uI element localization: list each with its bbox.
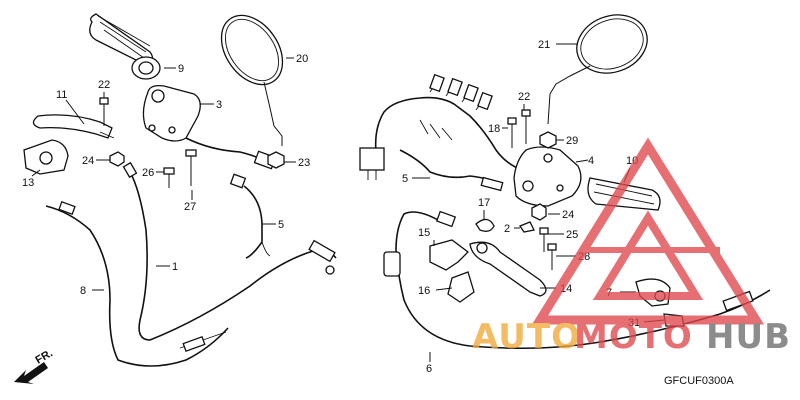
callout-27: 27 — [184, 201, 196, 213]
callout-9: 9 — [178, 63, 184, 75]
callout-18: 18 — [488, 123, 500, 135]
left-grip — [89, 13, 161, 80]
left-mirror — [220, 14, 284, 146]
callout-25: 25 — [566, 229, 578, 241]
watermark-part-hub: HUB — [706, 317, 791, 357]
callout-23: 23 — [298, 157, 310, 169]
callout-29: 29 — [566, 135, 578, 147]
callout-5-right: 5 — [402, 173, 408, 185]
callout-21: 21 — [538, 39, 550, 51]
callout-11: 11 — [56, 89, 67, 101]
watermark-logo: AUTO MOTO HUB — [472, 137, 791, 357]
callout-16: 16 — [418, 285, 430, 297]
right-sub-harness — [399, 149, 504, 192]
screw-26 — [163, 167, 175, 188]
callout-2: 2 — [504, 223, 510, 235]
callout-26: 26 — [142, 167, 154, 179]
bracket-16 — [447, 271, 475, 303]
clip-2 — [519, 221, 535, 233]
watermark-part-moto: MOTO — [574, 317, 693, 357]
screw-28 — [547, 243, 557, 270]
bolt-22-left — [99, 97, 109, 126]
left-switch-housing — [142, 84, 277, 170]
callout-15: 15 — [418, 227, 430, 239]
nut-23 — [267, 151, 285, 169]
clutch-cable — [45, 201, 229, 367]
front-direction-arrow: FR. — [14, 347, 55, 384]
callout-17: 17 — [478, 197, 490, 209]
nut-24-left — [109, 151, 125, 167]
callout-6: 6 — [426, 363, 432, 375]
right-switch-housing — [513, 146, 582, 207]
main-wire-harness — [359, 73, 523, 180]
screw-25 — [539, 227, 549, 252]
callout-22-right: 22 — [518, 91, 530, 103]
nut-24-right — [531, 203, 547, 221]
bolt-22-right — [521, 109, 531, 144]
callout-3: 3 — [216, 99, 222, 111]
screw-27 — [185, 149, 197, 186]
brake-lever — [469, 241, 547, 297]
callout-4: 4 — [588, 155, 594, 167]
diagram-code: GFCUF0300A — [664, 375, 734, 387]
callout-8: 8 — [80, 285, 86, 297]
nut-29 — [539, 131, 557, 149]
right-grip — [587, 177, 661, 211]
right-mirror — [547, 14, 648, 125]
bolt-18 — [507, 117, 517, 148]
callout-20: 20 — [296, 53, 308, 65]
callout-13: 13 — [22, 177, 34, 189]
watermark-part-auto: AUTO — [472, 317, 581, 357]
clutch-lever — [23, 114, 115, 175]
left-sub-harness — [229, 173, 271, 259]
callout-lines — [31, 43, 665, 362]
bracket-15 — [429, 239, 469, 271]
callout-numbers: 9 20 3 11 22 24 13 26 27 23 5 1 8 21 22 … — [22, 39, 640, 375]
callout-5-left: 5 — [278, 219, 284, 231]
callout-22-left: 22 — [98, 79, 110, 91]
clip-17 — [475, 218, 495, 232]
callout-24-right: 24 — [562, 209, 574, 221]
callout-24-left: 24 — [82, 155, 94, 167]
front-label: FR. — [34, 347, 55, 366]
callout-1: 1 — [172, 261, 178, 273]
throttle-cable — [122, 161, 337, 341]
